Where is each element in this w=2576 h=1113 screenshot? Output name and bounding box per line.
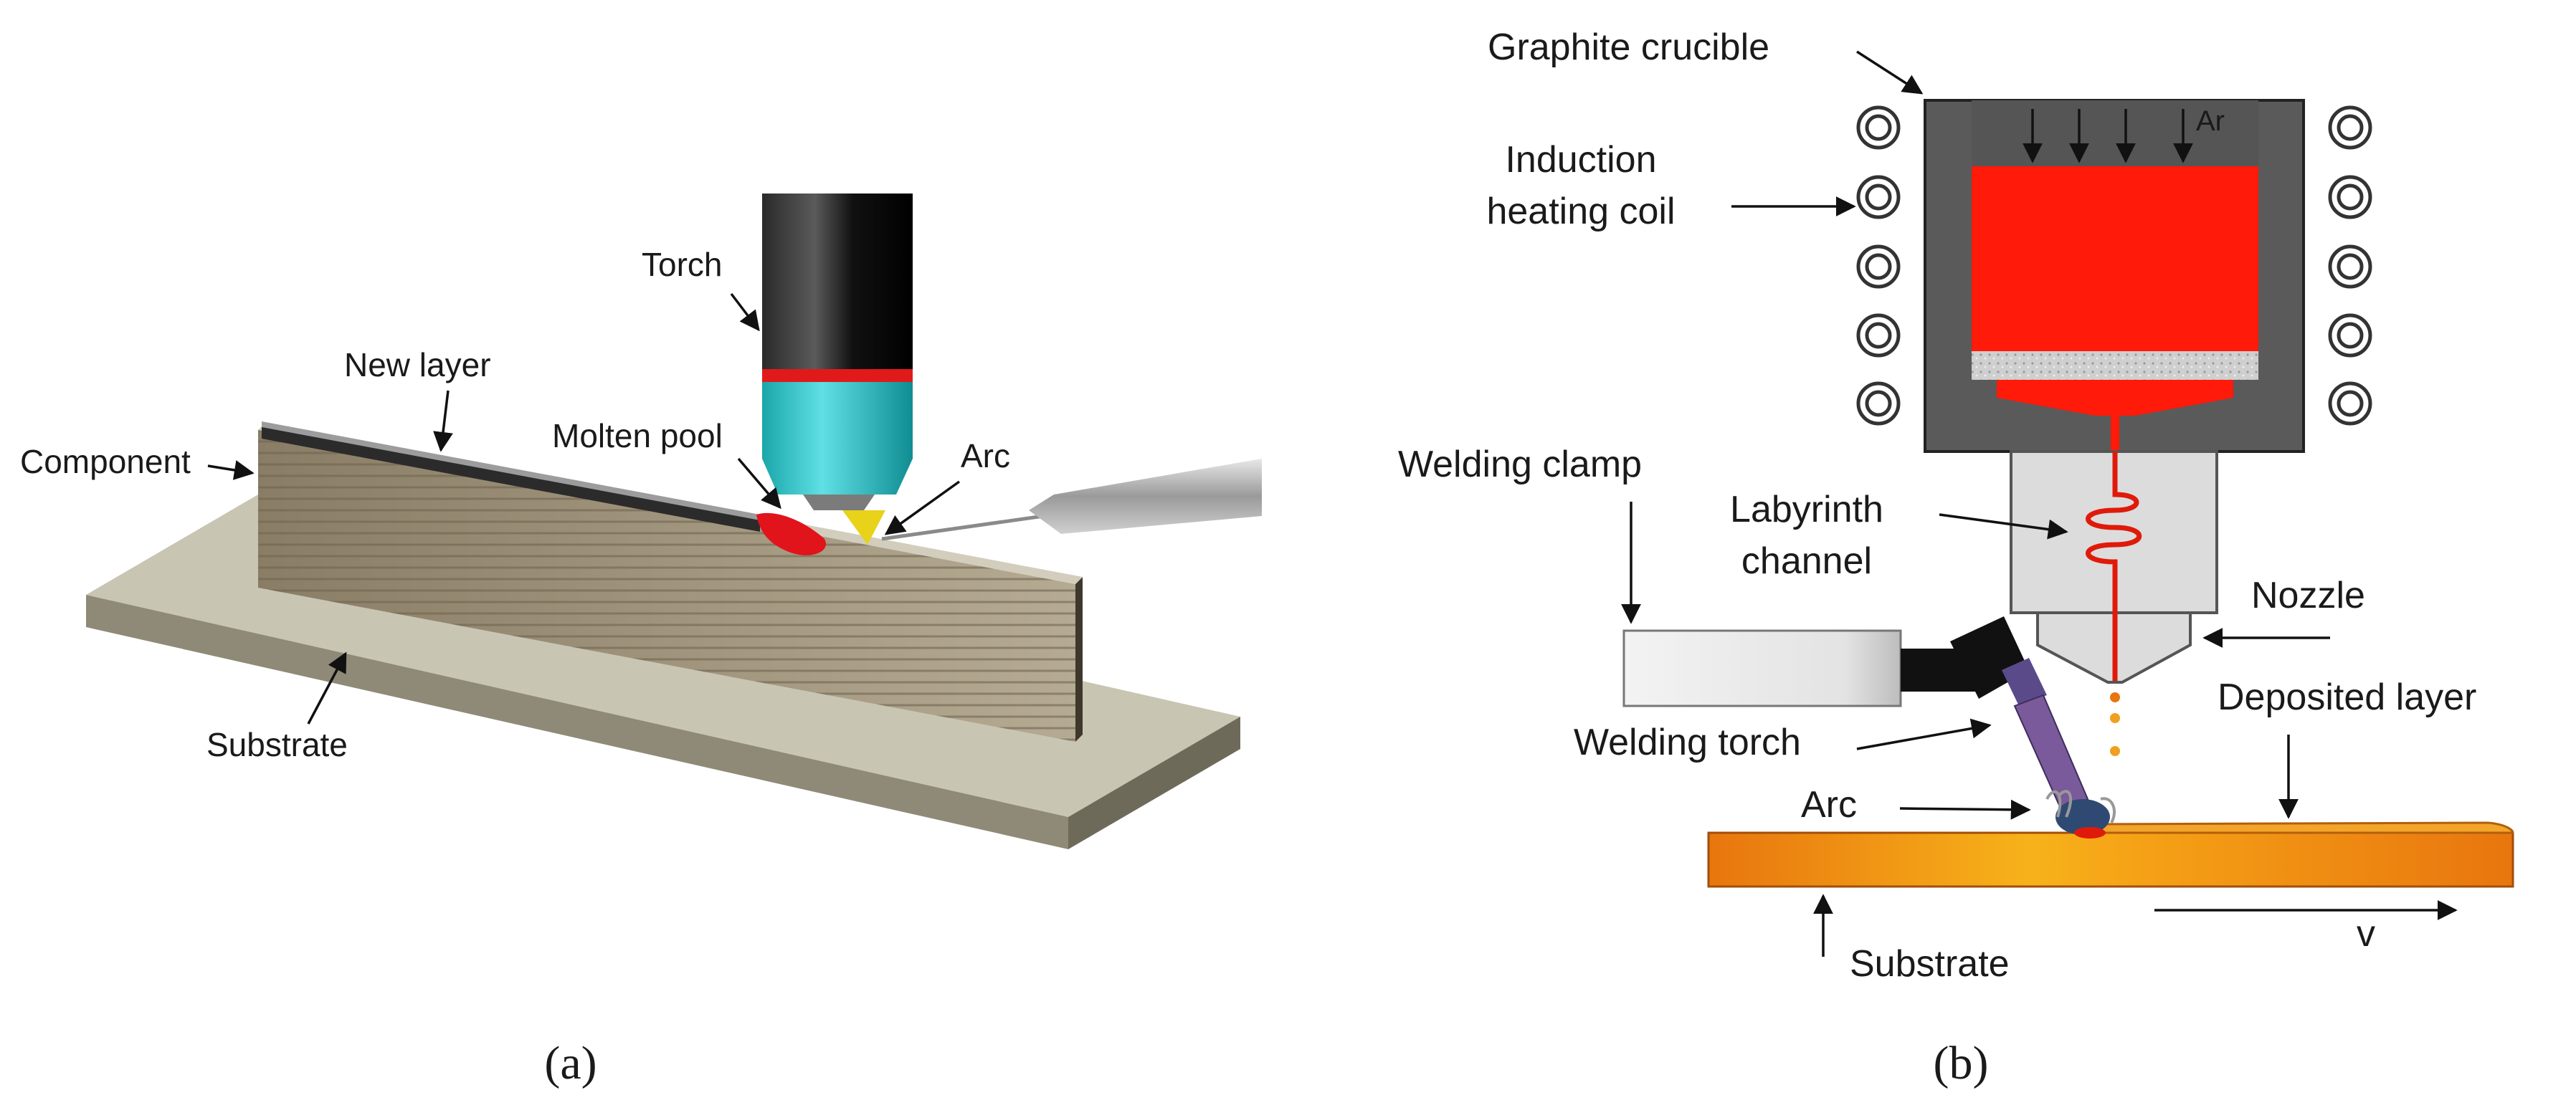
label-welding-clamp: Welding clamp [1398,444,1642,485]
arrow-new-layer [433,390,453,452]
arrow-torch [730,292,760,332]
label-arc-b: Arc [1801,784,1857,826]
label-component: Component [20,443,191,480]
label-labyrinth-2: channel [1741,540,1872,582]
droplets [2110,692,2120,756]
label-graphite-crucible: Graphite crucible [1488,27,1769,68]
label-new-layer: New layer [344,346,491,383]
label-torch: Torch [642,246,722,283]
arrow-arc-a [884,480,961,535]
caption-a: (a) [544,1037,597,1089]
substrate-b [1707,821,2514,888]
label-nozzle: Nozzle [2251,575,2365,616]
label-substrate-b: Substrate [1850,943,2010,985]
label-ar: Ar [2196,105,2225,137]
label-substrate-a: Substrate [206,726,348,763]
new-layer-bead [262,421,760,532]
panel-a: Torch New layer Component Molten pool Ar… [20,194,1262,1089]
label-v: v [2357,913,2375,955]
arrow-component [207,460,255,480]
arrow-molten-pool [737,457,781,510]
ar-arrows [2023,109,2193,163]
label-labyrinth-1: Labyrinth [1730,489,1883,530]
deposited-layer [2068,821,2514,834]
graphite-crucible [1924,99,2305,455]
label-arc-a: Arc [961,437,1010,474]
arc-cone [842,510,885,545]
caption-b: (b) [1934,1037,1989,1089]
arrow-substrate-a [307,651,347,725]
arrow-graphite-crucible [1856,50,1924,95]
labyrinth-channel [2086,452,2142,681]
wire-feeder [881,459,1262,541]
label-welding-torch: Welding torch [1574,722,1801,763]
welding-torch [1950,616,2116,839]
arrow-arc-b [1899,799,2031,820]
arrow-welding-torch [1856,718,1992,750]
panel-b: Ar [1398,27,2514,1089]
label-induction-1: Induction [1505,139,1656,181]
welding-clamp [1622,629,1987,707]
arrow-labyrinth [1939,513,2068,540]
label-induction-2: heating coil [1486,191,1675,232]
label-deposited-layer: Deposited layer [2218,677,2476,718]
label-molten-pool: Molten pool [552,417,723,454]
torch [762,194,913,510]
induction-coils [1856,105,2372,426]
molten-pool [756,512,826,555]
